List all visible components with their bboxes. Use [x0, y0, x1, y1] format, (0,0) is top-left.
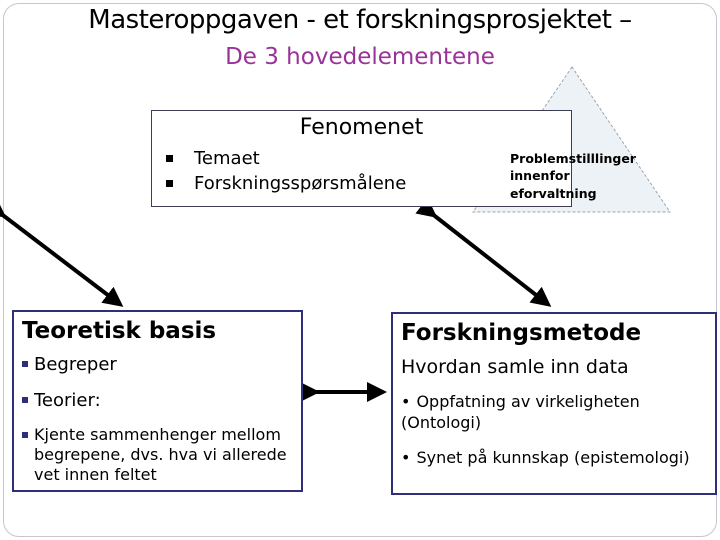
bullet-text: Kjente sammenhenger mellom begrepene, dv… [34, 425, 287, 484]
list-item: •Synet på kunnskap (epistemologi) [401, 448, 701, 469]
round-bullet-icon: • [401, 392, 411, 411]
forskningsmetode-box: Forskningsmetode Hvordan samle inn data … [391, 312, 717, 495]
square-bullet-icon [22, 396, 28, 403]
bullet-text: Teorier: [34, 389, 101, 411]
bullet-text: Forskningsspørsmålene [194, 173, 407, 194]
list-item: Kjente sammenhenger mellom begrepene, dv… [22, 425, 293, 485]
arrow-fenomenet-metode [415, 197, 552, 307]
list-item: Begreper [22, 354, 293, 377]
teoretisk-basis-box: Teoretisk basis Begreper Teorier: Kjente… [12, 310, 303, 492]
slide-title: Masteroppgaven - et forskningsprosjektet… [88, 5, 632, 35]
square-bullet-icon [166, 180, 173, 187]
bullet-text: Temaet [194, 148, 260, 169]
list-item: •Oppfatning av virkeligheten (Ontologi) [401, 392, 701, 434]
forskningsmetode-title: Forskningsmetode [401, 320, 642, 346]
slide-subtitle: De 3 hovedelementene [225, 44, 495, 70]
fenomenet-box: Fenomenet Temaet Forskningsspørsmålene [151, 110, 572, 207]
list-item: Forskningsspørsmålene [166, 171, 571, 196]
list-item: Temaet [166, 146, 571, 171]
square-bullet-icon [166, 155, 173, 162]
bullet-text: Oppfatning av virkeligheten (Ontologi) [401, 392, 640, 432]
square-bullet-icon [22, 432, 28, 438]
round-bullet-icon: • [401, 447, 411, 467]
square-bullet-icon [22, 361, 28, 367]
bullet-text: Synet på kunnskap (epistemologi) [416, 447, 690, 467]
list-item: Teorier: [22, 390, 293, 413]
fenomenet-bullet-list: Temaet Forskningsspørsmålene [152, 146, 571, 196]
bullet-text: Begreper [34, 354, 117, 375]
teoretisk-bullet-list: Begreper Teorier: Kjente sammenhenger me… [22, 354, 293, 485]
teoretisk-basis-title: Teoretisk basis [22, 318, 217, 344]
metode-intro: Hvordan samle inn data [401, 356, 629, 378]
triangle-note: Problemstilllinger innenfor eforvaltning [510, 151, 636, 201]
fenomenet-title: Fenomenet [299, 115, 424, 140]
arrow-fenomenet-teoretisk [0, 197, 124, 307]
